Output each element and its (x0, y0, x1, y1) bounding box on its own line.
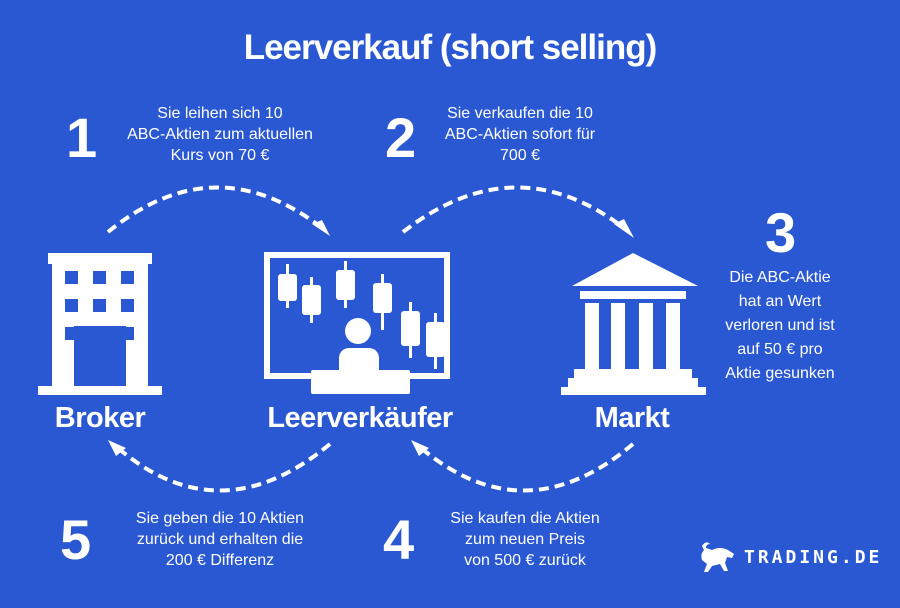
arrowhead-2 (614, 219, 634, 238)
step-1-number: 1 (66, 106, 98, 169)
market-label: Markt (594, 402, 670, 434)
arrowhead-1 (312, 220, 330, 236)
building-icon (38, 253, 162, 395)
bank-icon (561, 253, 706, 395)
short-seller-label: Leerverkäufer (267, 402, 453, 434)
step-5-number: 5 (60, 508, 92, 571)
arrow-broker-to-seller (106, 185, 324, 234)
bull-icon (701, 542, 734, 572)
step-2-number: 2 (385, 106, 417, 169)
arrowhead-5 (108, 440, 126, 456)
logo-text: TRADING.DE (744, 546, 883, 568)
step-4-number: 4 (383, 508, 415, 571)
step-3-number: 3 (765, 201, 797, 264)
arrow-seller-to-market (401, 185, 626, 234)
arrowhead-4 (411, 440, 429, 456)
arrow-seller-to-broker (116, 442, 332, 493)
trading-de-logo: TRADING.DE (698, 540, 882, 574)
trader-monitor-icon (264, 252, 450, 394)
arrow-market-to-seller (419, 442, 635, 493)
page-title: Leerverkauf (short selling) (243, 28, 658, 67)
broker-label: Broker (54, 402, 146, 434)
